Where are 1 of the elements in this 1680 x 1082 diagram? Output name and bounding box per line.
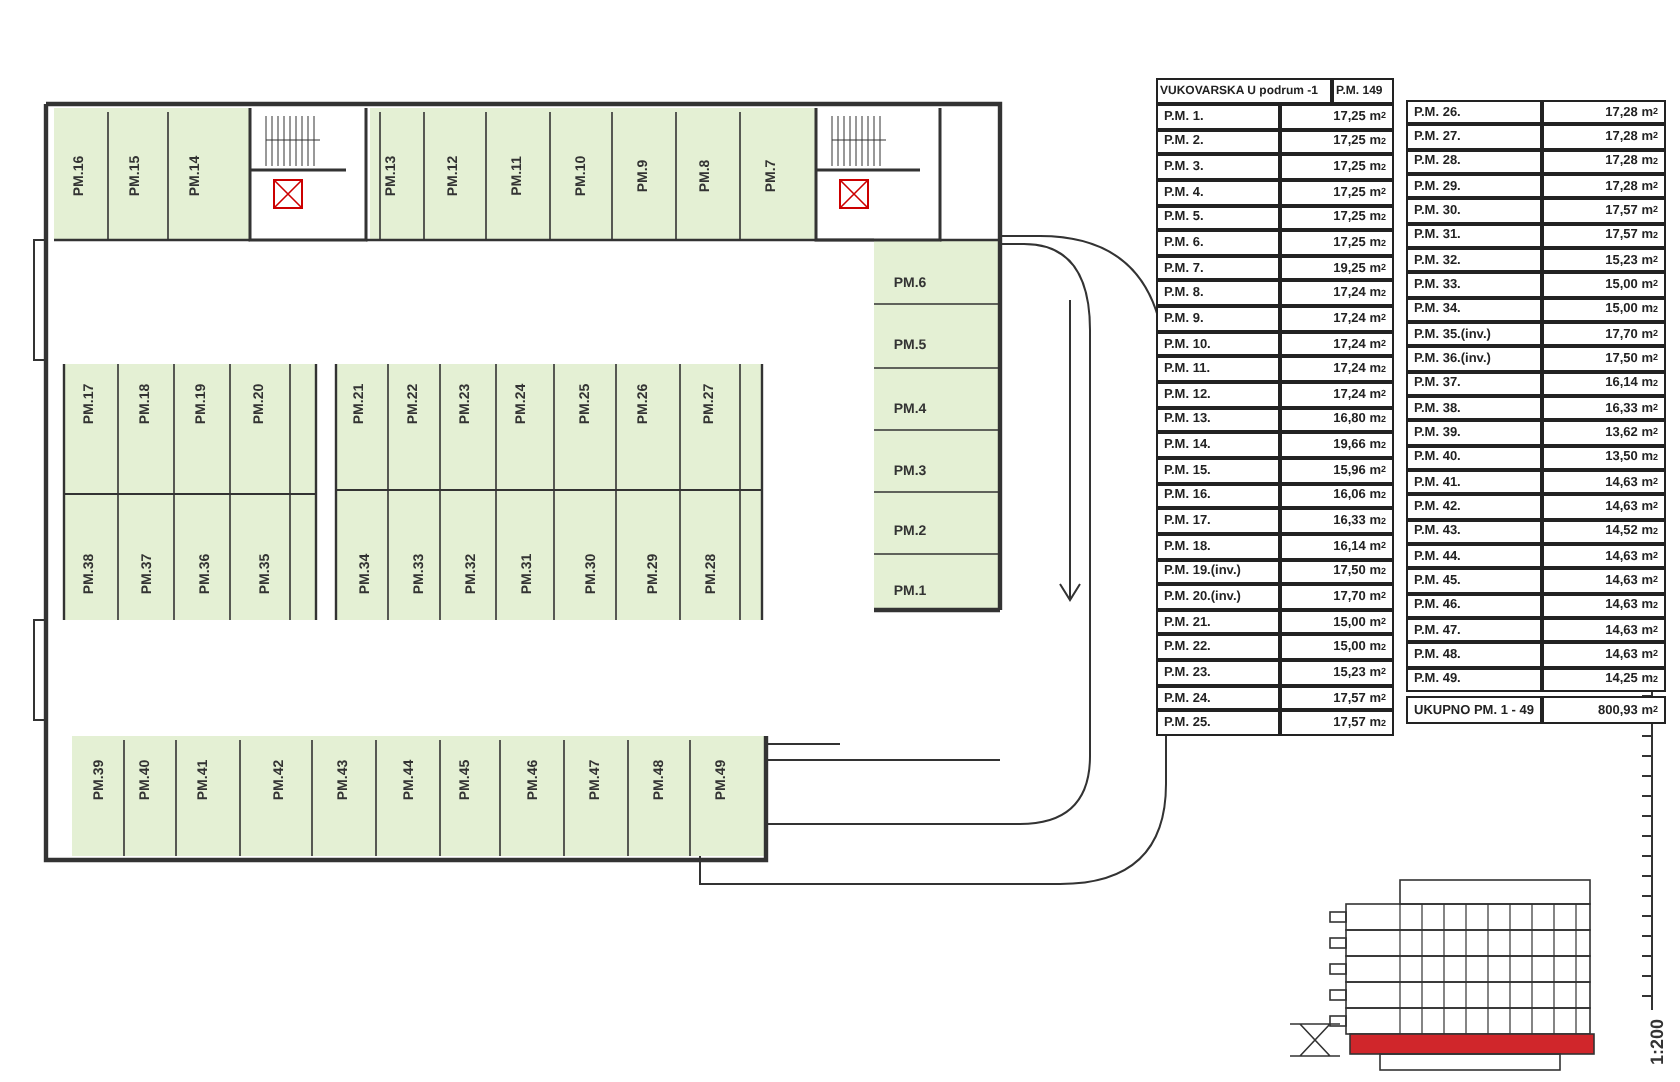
scale-label: 1:200	[1649, 1018, 1667, 1066]
